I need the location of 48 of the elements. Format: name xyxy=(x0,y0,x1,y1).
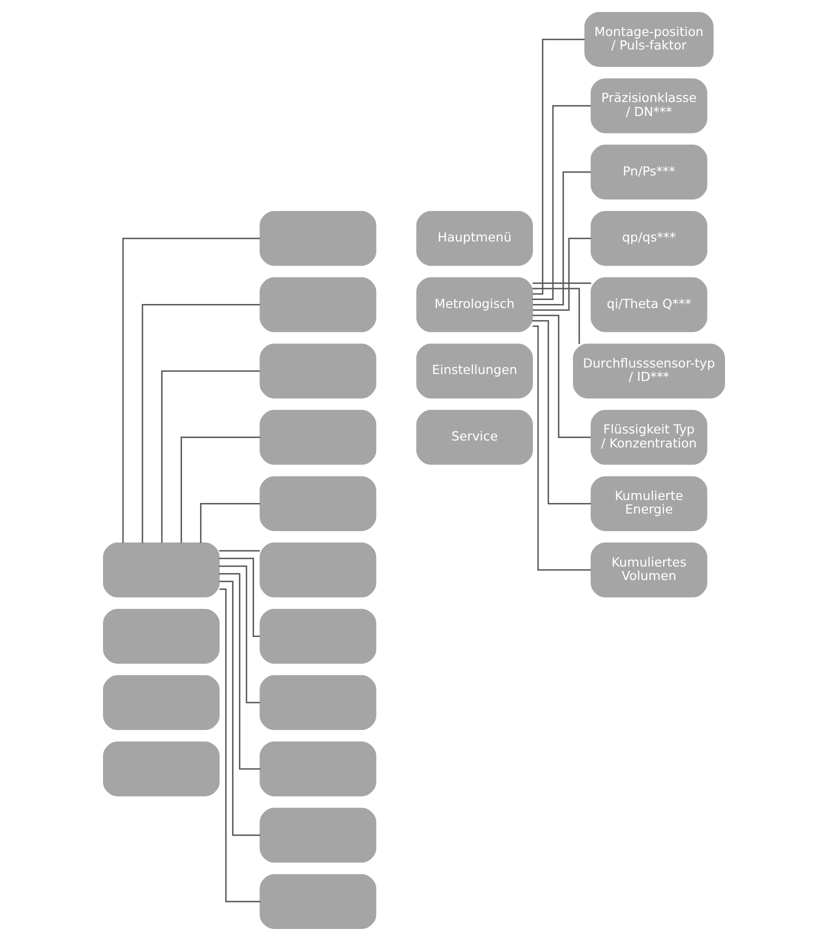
connector xyxy=(219,573,260,770)
node-box xyxy=(260,808,376,863)
connector xyxy=(219,550,260,552)
node-box xyxy=(260,344,376,398)
connector xyxy=(532,38,585,295)
node-box: qp/qs*** xyxy=(590,210,708,266)
node-box: Präzisionklasse / DN*** xyxy=(590,78,708,134)
node-box xyxy=(103,608,220,664)
connector xyxy=(219,565,260,704)
connector xyxy=(532,320,592,504)
connector xyxy=(532,105,591,300)
node-box: Flüssigkeit Typ / Konzentration xyxy=(590,410,708,465)
connector xyxy=(532,171,591,306)
node-box: Montage-position / Puls-faktor xyxy=(584,12,714,67)
connector xyxy=(532,326,591,571)
node-box: Einstellungen xyxy=(416,344,533,398)
node-box xyxy=(260,542,376,598)
node-box xyxy=(260,741,376,796)
connector xyxy=(180,436,260,543)
connector xyxy=(161,370,260,543)
connector xyxy=(219,580,260,836)
connector xyxy=(532,288,580,344)
node-box xyxy=(260,277,376,332)
connector xyxy=(219,558,260,637)
node-box xyxy=(103,741,220,796)
connector xyxy=(122,238,260,543)
connector xyxy=(532,314,591,438)
node-box xyxy=(260,210,376,266)
node-box: Pn/Ps*** xyxy=(590,144,708,200)
connector xyxy=(532,282,592,284)
node-box xyxy=(103,542,220,598)
node-box: Durchflusssensor-typ / ID*** xyxy=(572,344,725,398)
node-box: Service xyxy=(416,410,533,465)
node-box xyxy=(260,410,376,465)
node-box xyxy=(260,608,376,664)
node-box xyxy=(260,476,376,532)
connector xyxy=(532,238,592,311)
node-box: Hauptmenü xyxy=(416,210,533,266)
node-box: Kumuliertes Volumen xyxy=(590,542,708,598)
node-box: Metrologisch xyxy=(416,277,533,332)
node-box xyxy=(260,675,376,730)
connector xyxy=(142,304,260,544)
node-box xyxy=(260,874,376,929)
node-box: Kumulierte Energie xyxy=(590,476,708,532)
node-box xyxy=(103,675,220,730)
connector xyxy=(220,588,260,902)
node-box: qi/Theta Q*** xyxy=(590,277,708,332)
connector xyxy=(200,502,260,543)
